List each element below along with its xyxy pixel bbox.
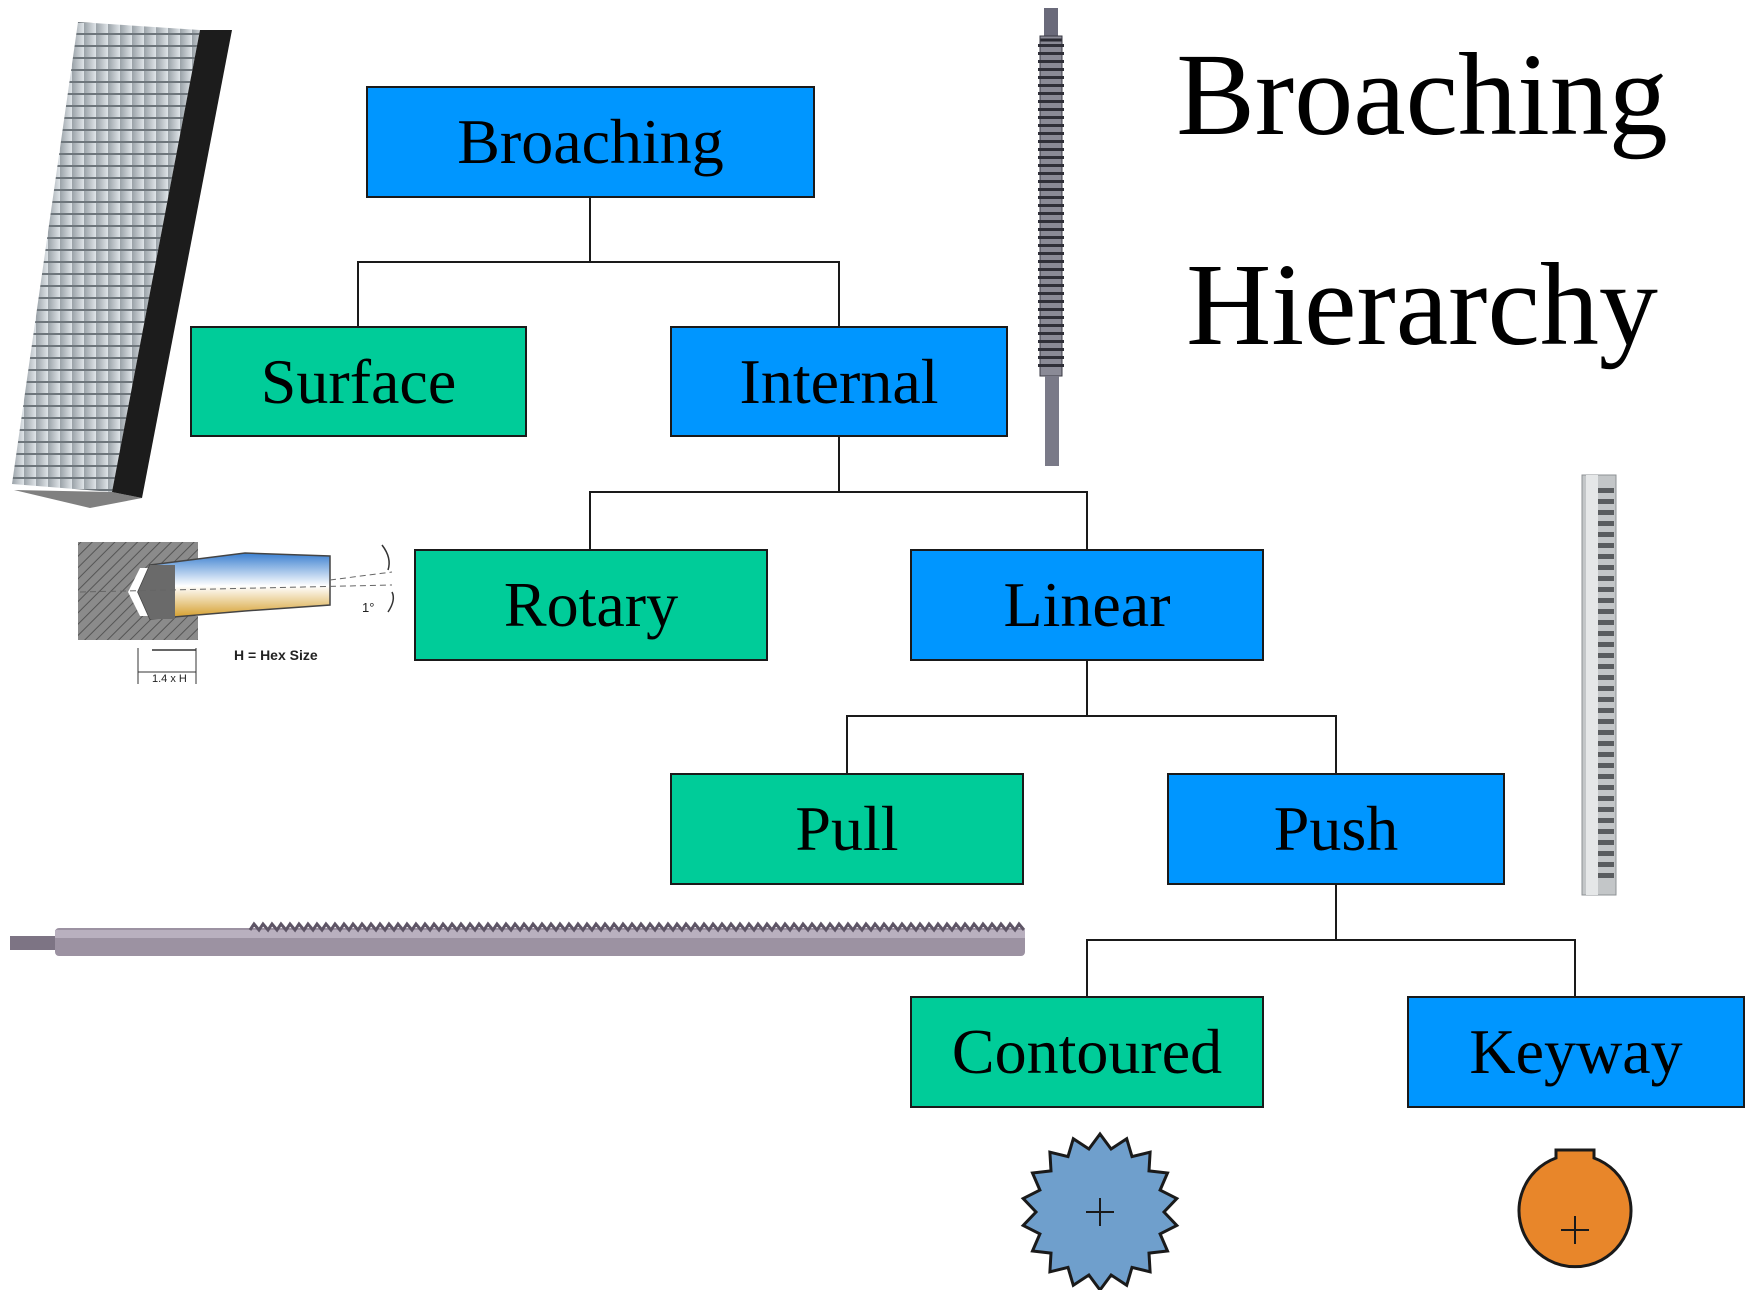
keyway-shape xyxy=(1517,1148,1633,1269)
page-title-line1: Broaching xyxy=(1176,29,1668,160)
connector-linear-push xyxy=(1087,715,1337,773)
connector-broaching-internal xyxy=(590,261,840,326)
node-surface: Surface xyxy=(190,326,527,437)
page-title-line2: Hierarchy xyxy=(1186,239,1658,370)
connector-internal-linear xyxy=(839,491,1088,549)
connector-push xyxy=(1086,884,1337,996)
connector-internal xyxy=(589,436,840,549)
node-internal: Internal xyxy=(670,326,1008,437)
node-push: Push xyxy=(1167,773,1505,885)
node-keyway: Keyway xyxy=(1407,996,1745,1108)
connector-linear xyxy=(846,660,1088,773)
node-contoured: Contoured xyxy=(910,996,1264,1108)
node-broaching: Broaching xyxy=(366,86,815,198)
rotary-depth-label: 1.4 x H xyxy=(152,673,187,685)
connector-broaching xyxy=(357,198,591,326)
node-rotary: Rotary xyxy=(414,549,768,661)
node-pull: Pull xyxy=(670,773,1024,885)
rotary-hex-label: H = Hex Size xyxy=(234,647,318,663)
connector-push-keyway xyxy=(1336,939,1576,996)
rotary-angle-label: 1° xyxy=(362,600,374,615)
node-linear: Linear xyxy=(910,549,1264,661)
